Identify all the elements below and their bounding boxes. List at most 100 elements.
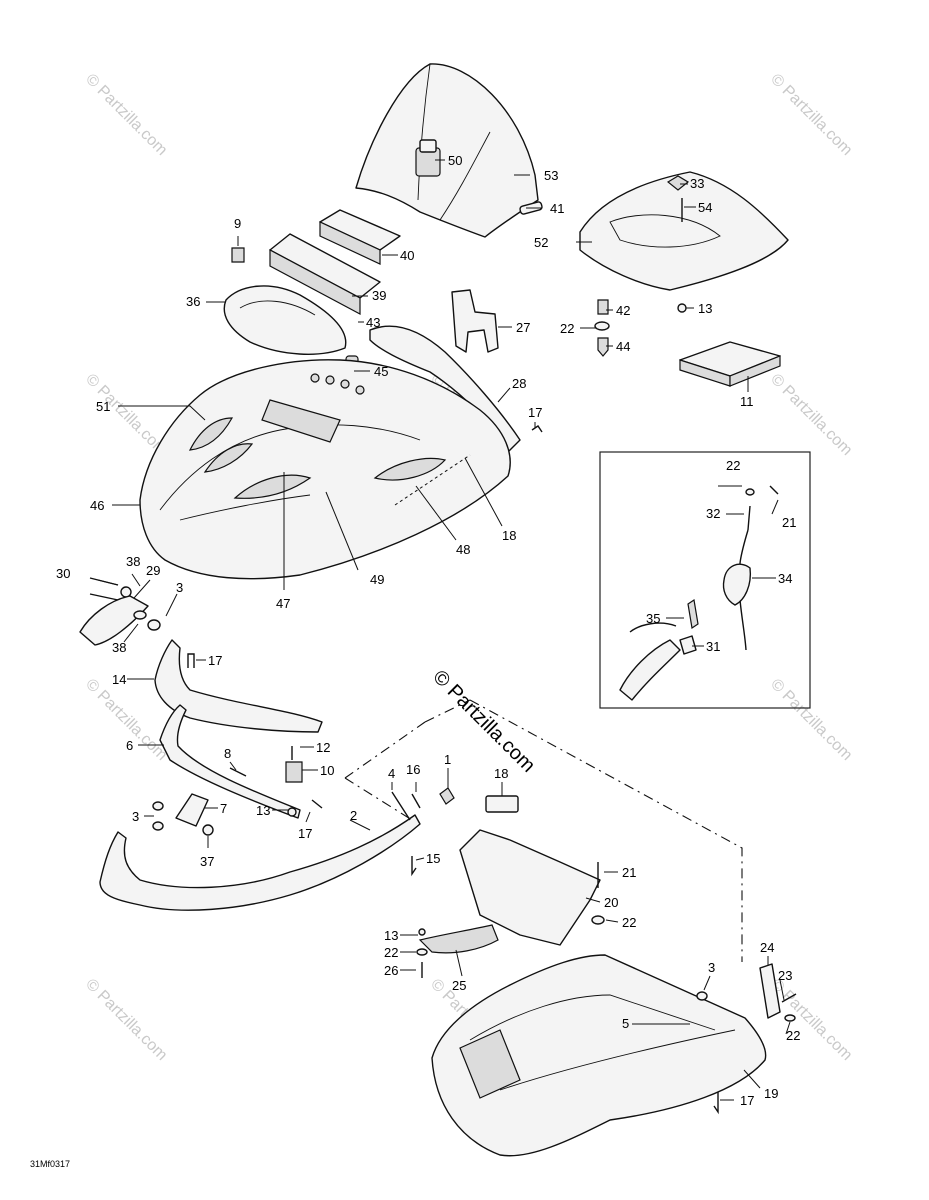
callout-13: 13 [384, 928, 398, 943]
callout-17: 17 [528, 405, 542, 420]
callout-38: 38 [112, 640, 126, 655]
watermark: © Partzilla.com [82, 71, 170, 159]
callout-38: 38 [126, 554, 140, 569]
callout-22: 22 [622, 915, 636, 930]
callout-18: 18 [494, 766, 508, 781]
callout-28: 28 [512, 376, 526, 391]
foam-block-part [679, 341, 781, 387]
callout-45: 45 [374, 364, 388, 379]
callout-24: 24 [760, 940, 774, 955]
callout-31: 31 [706, 639, 720, 654]
front-bumper-part [154, 639, 323, 733]
washer-part [677, 303, 687, 313]
storage-lid-part [223, 285, 347, 355]
callout-21: 21 [622, 865, 636, 880]
belly-pan-part [431, 954, 767, 1157]
callout-17: 17 [208, 653, 222, 668]
callout-13: 13 [698, 301, 712, 316]
callout-9: 9 [234, 216, 241, 231]
bumper-rail-part [159, 704, 301, 819]
callout-19: 19 [764, 1086, 778, 1101]
watermark: © Partzilla.com [767, 976, 855, 1064]
callout-labels: 50 53 41 33 54 52 42 13 22 44 11 9 40 39… [56, 153, 800, 1108]
washer-part [594, 321, 610, 331]
callout-46: 46 [90, 498, 104, 513]
callout-18: 18 [502, 528, 516, 543]
callout-16: 16 [406, 762, 420, 777]
callout-27: 27 [516, 320, 530, 335]
callout-54: 54 [698, 200, 712, 215]
callout-29: 29 [146, 563, 160, 578]
hood-part [139, 359, 511, 580]
callout-22: 22 [560, 321, 574, 336]
callout-12: 12 [316, 740, 330, 755]
callout-22: 22 [384, 945, 398, 960]
pad-part [319, 209, 401, 265]
callout-11: 11 [740, 394, 754, 409]
callout-36: 36 [186, 294, 200, 309]
callout-17: 17 [740, 1093, 754, 1108]
support-bracket-part [416, 924, 499, 978]
callout-10: 10 [320, 763, 334, 778]
callout-14: 14 [112, 672, 126, 687]
callout-34: 34 [778, 571, 792, 586]
callout-3: 3 [708, 960, 715, 975]
diagram-code: 31Mf0317 [30, 1159, 70, 1169]
lower-bumper-part [99, 814, 421, 911]
callout-53: 53 [544, 168, 558, 183]
callout-48: 48 [456, 542, 470, 557]
callout-43: 43 [366, 315, 380, 330]
assembly-lines [344, 699, 743, 962]
callout-22: 22 [786, 1028, 800, 1043]
callout-32: 32 [706, 506, 720, 521]
washer-part [591, 915, 605, 925]
fastener-part [187, 653, 195, 668]
connector-part [231, 247, 245, 263]
callout-2: 2 [350, 808, 357, 823]
callout-42: 42 [616, 303, 630, 318]
callout-1: 1 [444, 752, 451, 767]
callout-40: 40 [400, 248, 414, 263]
callout-30: 30 [56, 566, 70, 581]
watermark: © Partzilla.com [82, 976, 170, 1064]
callout-47: 47 [276, 596, 290, 611]
callout-20: 20 [604, 895, 618, 910]
callout-22: 22 [726, 458, 740, 473]
watermark: © Partzilla.com [82, 371, 170, 459]
callout-50: 50 [448, 153, 462, 168]
callout-5: 5 [622, 1016, 629, 1031]
callout-25: 25 [452, 978, 466, 993]
callout-35: 35 [646, 611, 660, 626]
callout-41: 41 [550, 201, 564, 216]
callout-15: 15 [426, 851, 440, 866]
hinge-hardware-part [79, 577, 161, 646]
callout-3: 3 [176, 580, 183, 595]
callout-26: 26 [384, 963, 398, 978]
console-panel-part [579, 171, 789, 291]
callout-33: 33 [690, 176, 704, 191]
callout-17: 17 [298, 826, 312, 841]
callout-51: 51 [96, 399, 110, 414]
callout-23: 23 [778, 968, 792, 983]
callout-6: 6 [126, 738, 133, 753]
grommet-part [597, 299, 609, 315]
bracket-part [451, 289, 499, 353]
leader-lines [97, 159, 791, 1101]
callout-49: 49 [370, 572, 384, 587]
callout-52: 52 [534, 235, 548, 250]
callout-7: 7 [220, 801, 227, 816]
screw-part [597, 337, 609, 357]
watermark: © Partzilla.com [767, 676, 855, 764]
callout-37: 37 [200, 854, 214, 869]
tunnel-bracket-part [459, 829, 601, 946]
callout-44: 44 [616, 339, 630, 354]
callout-3: 3 [132, 809, 139, 824]
watermark: © Partzilla.com [767, 71, 855, 159]
console-cover-part [269, 233, 381, 315]
bracket-hardware-part [152, 746, 323, 836]
knob-part [666, 175, 690, 191]
watermark: © Partzilla.com [767, 371, 855, 459]
side-panel-part [369, 325, 521, 453]
label-part [485, 795, 519, 813]
